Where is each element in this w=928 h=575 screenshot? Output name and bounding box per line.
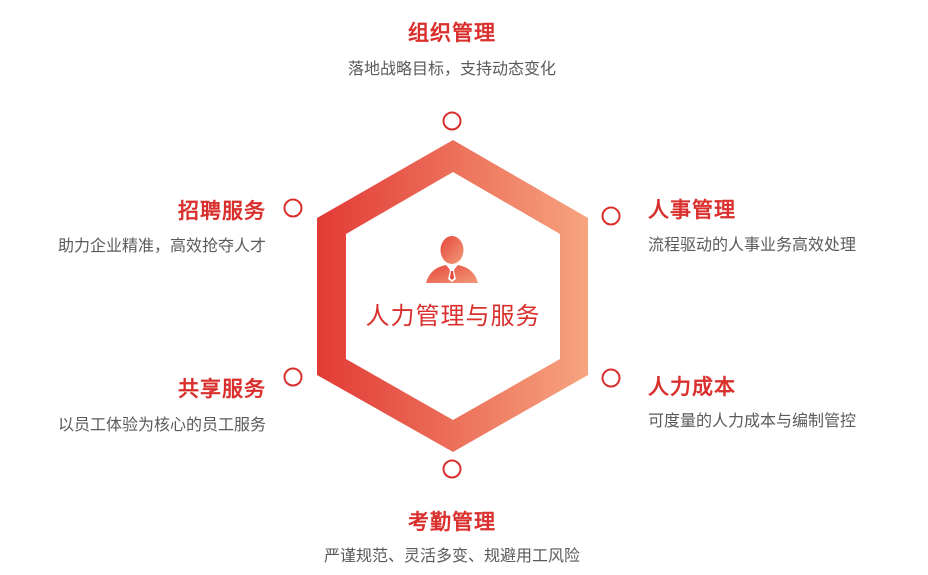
- node-desc-hr: 流程驱动的人事业务高效处理: [648, 235, 857, 254]
- node-title-hr: 人事管理: [648, 198, 736, 222]
- node-desc-recruit: 助力企业精准，高效抢夺人才: [57, 236, 266, 255]
- node-circle-lower-right: [601, 368, 621, 388]
- node-title-shared: 共享服务: [178, 377, 266, 401]
- node-title-recruit: 招聘服务: [178, 199, 266, 223]
- person-business-avatar-icon: [426, 236, 478, 283]
- node-circle-lower-left: [283, 367, 303, 387]
- node-circle-bottom: [442, 459, 462, 479]
- node-circle-upper-left: [283, 198, 303, 218]
- node-circle-top: [442, 111, 462, 131]
- center-title: 人力管理与服务: [365, 302, 541, 330]
- node-desc-attendance: 严谨规范、灵活多变、规避用工风险: [323, 546, 581, 565]
- node-desc-cost: 可度量的人力成本与编制管控: [648, 411, 857, 430]
- hexagon-ring: [317, 140, 588, 452]
- node-circle-upper-right: [601, 206, 621, 226]
- node-desc-org: 落地战略目标，支持动态变化: [347, 59, 557, 78]
- node-title-org: 组织管理: [408, 21, 496, 45]
- node-title-cost: 人力成本: [648, 375, 736, 399]
- node-desc-shared: 以员工体验为核心的员工服务: [57, 415, 266, 434]
- node-title-attendance: 考勤管理: [408, 510, 496, 534]
